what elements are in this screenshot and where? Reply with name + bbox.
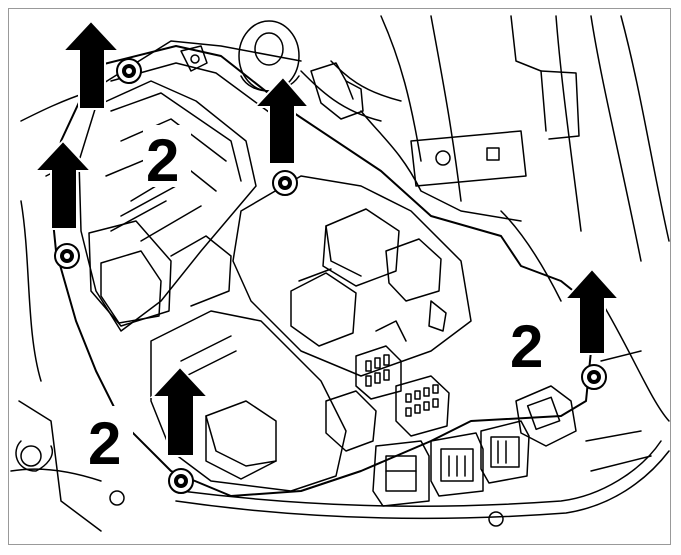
arrow-up-icon	[252, 75, 312, 165]
bolt-icon	[581, 364, 607, 390]
fuse-box-illustration: 2 2 2	[10, 15, 670, 532]
relay-block-center	[232, 175, 472, 377]
arrow-up-icon	[60, 19, 122, 110]
arrow-up-icon	[32, 139, 94, 230]
arrow-group	[32, 19, 622, 457]
connector-row	[355, 345, 577, 507]
vehicle-body-outline	[10, 15, 670, 532]
relay-module-upper-left	[78, 80, 257, 332]
callout-label-top-left: 2	[146, 127, 179, 194]
bolt-group	[54, 58, 607, 494]
bolt-icon	[54, 243, 80, 269]
callout-label-bottom-left: 2	[88, 410, 121, 477]
arrow-up-icon	[149, 365, 211, 457]
callout-group: 2 2 2	[85, 125, 554, 477]
fuse-block-lower	[150, 310, 377, 492]
callout-label-right: 2	[510, 313, 543, 380]
bolt-icon	[272, 170, 298, 196]
bolt-icon	[168, 468, 194, 494]
bolt-icon	[116, 58, 142, 84]
arrow-up-icon	[562, 267, 622, 355]
diagram-frame: 2 2 2	[8, 8, 671, 545]
